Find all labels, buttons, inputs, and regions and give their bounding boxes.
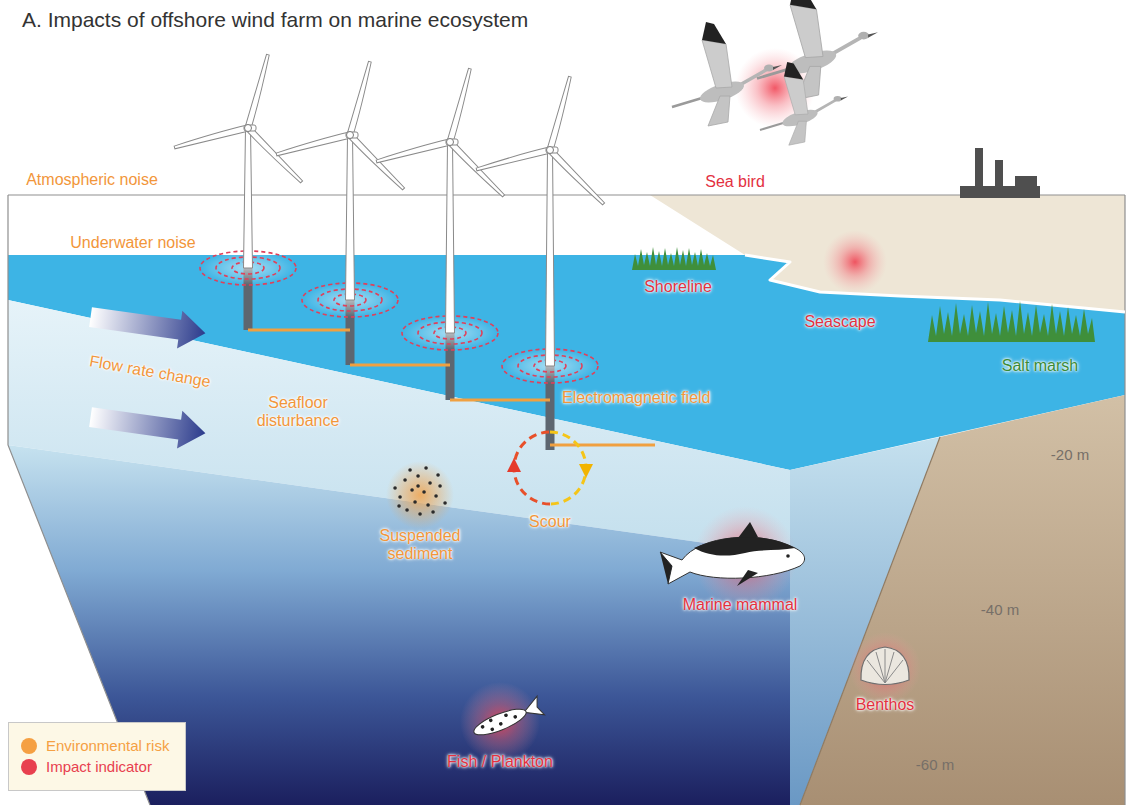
label-anchor: Sea bird (705, 173, 765, 191)
label-anchor: Scour (529, 513, 571, 531)
sea-bird-figure (760, 62, 848, 145)
legend-swatch (21, 759, 37, 775)
depth-label: -40 m (981, 601, 1019, 618)
shell-ridges (867, 649, 903, 683)
porpoise-body (660, 537, 805, 584)
indicator-label: Marine mammal (683, 596, 798, 614)
shell-figure (861, 647, 909, 685)
risk-label: Underwater noise (70, 234, 195, 252)
sea-bird-figure (757, 0, 878, 99)
scour-arrowhead (579, 464, 593, 478)
porpoise-tail (660, 552, 672, 584)
turbine-rotor (474, 59, 634, 207)
risk-label: Electromagnetic field (562, 389, 711, 407)
indicator-glow (823, 230, 887, 294)
sea-bird-figure (757, 0, 878, 99)
risk-label: Atmospheric noise (26, 171, 158, 189)
label-anchor: Benthos (856, 696, 915, 714)
fish-spots (481, 711, 516, 732)
fish-body (471, 704, 529, 740)
tower (244, 128, 253, 268)
legend-swatch (21, 738, 37, 754)
label-anchor: -20 m (1051, 446, 1089, 463)
label-anchor: Underwater noise (70, 234, 195, 252)
indicator-label: Benthos (856, 696, 915, 714)
turbine-rotor (374, 51, 534, 199)
indicator-glow (460, 682, 540, 762)
depth-label: -60 m (916, 756, 954, 773)
label-anchor: Salt marsh (1002, 357, 1078, 375)
label-anchor: -60 m (916, 756, 954, 773)
scour-arc (514, 432, 550, 504)
risk-label: Suspended sediment (370, 527, 470, 564)
fish-figure (470, 696, 544, 742)
noise-rings (200, 251, 598, 383)
marsh-grass (928, 301, 1095, 342)
indicator-glow (849, 632, 921, 704)
habitat-label: Salt marsh (1002, 357, 1078, 375)
shell-body (861, 647, 909, 685)
tower (446, 142, 455, 333)
porpoise-figure (660, 522, 805, 586)
scour-arrowhead (507, 458, 521, 472)
sediment-particles (395, 468, 445, 514)
sea-bird-figure (672, 22, 782, 126)
label-anchor: -40 m (981, 601, 1019, 618)
building (960, 186, 1040, 198)
label-anchor: Marine mammal (683, 596, 798, 614)
indicator-label: Shoreline (644, 278, 712, 296)
legend-row: Impact indicator (21, 758, 173, 775)
indicator-label: Fish / Plankton (447, 753, 553, 771)
factory-silhouette (960, 148, 1040, 198)
risk-label: Seafloor disturbance (248, 394, 348, 431)
depth-label: -20 m (1051, 446, 1089, 463)
sediment-glow (386, 461, 454, 529)
sea-bird-figure (760, 62, 848, 145)
tower (346, 135, 355, 300)
figure-title: A. Impacts of offshore wind farm on mari… (22, 8, 528, 32)
label-anchor: Electromagnetic field (562, 389, 711, 407)
flow-arrow (88, 298, 208, 352)
shoreline-line (745, 255, 1125, 312)
porpoise-eye (786, 554, 790, 558)
flow-arrow (88, 398, 208, 452)
risk-label: Scour (529, 513, 571, 531)
porpoise-flipper (737, 570, 758, 586)
legend-row: Environmental risk (21, 737, 173, 754)
indicator-label: Seascape (804, 313, 875, 331)
porpoise-back (694, 537, 795, 556)
coastal-cliff (800, 395, 1125, 805)
legend-text: Impact indicator (46, 758, 152, 775)
label-anchor: Seascape (804, 313, 875, 331)
tower (546, 150, 555, 366)
sea-section (8, 445, 790, 805)
legend-box: Environmental riskImpact indicator (8, 722, 186, 791)
label-anchor: Suspended sediment (370, 527, 470, 564)
scour-arc (550, 432, 586, 504)
legend-text: Environmental risk (46, 737, 169, 754)
block-outline (8, 195, 1125, 805)
label-anchor: Shoreline (644, 278, 712, 296)
fish-tail (520, 696, 544, 721)
shore-grass (632, 247, 716, 270)
title-anchor: A. Impacts of offshore wind farm on mari… (22, 8, 528, 32)
label-anchor: Atmospheric noise (26, 171, 158, 189)
turbine-rotor (274, 44, 434, 192)
label-anchor: Seafloor disturbance (248, 394, 348, 431)
cliff-edge (800, 437, 940, 805)
indicator-label: Sea bird (705, 173, 765, 191)
turbine-rotor (172, 37, 332, 185)
scour-symbol (507, 432, 593, 504)
label-anchor: Fish / Plankton (447, 753, 553, 771)
porpoise-fin (738, 522, 758, 538)
